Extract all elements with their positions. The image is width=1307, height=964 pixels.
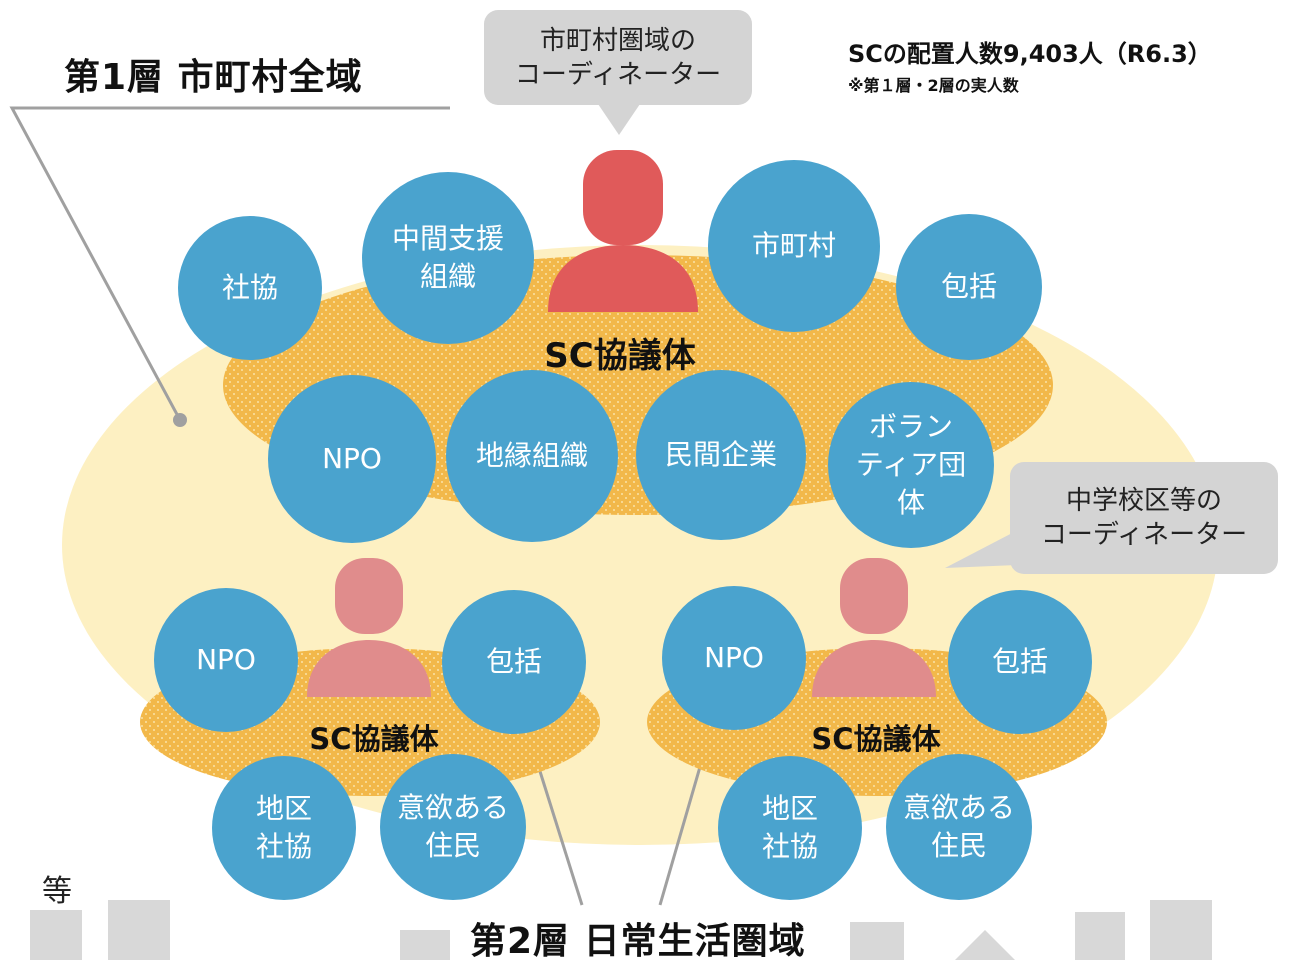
- member-comprehensive-label: 包括: [940, 270, 997, 303]
- right-member-district-line2: 社協: [761, 830, 818, 863]
- bubble-district-tail: [945, 530, 1018, 568]
- etc-label: 等: [42, 874, 72, 909]
- member-intermediate-line1: 中間支援: [391, 222, 504, 255]
- member-private-company: 民間企業: [636, 370, 806, 540]
- member-volunteer-line3: 体: [896, 486, 925, 519]
- bubble-municipal-line2: コーディネーター: [514, 60, 722, 90]
- member-intermediate-support-org: 中間支援 組織: [362, 172, 534, 344]
- member-community-org: 地縁組織: [446, 370, 618, 542]
- left-member-district-line1: 地区: [255, 792, 312, 825]
- member-volunteer-line2: ティア団: [855, 448, 967, 481]
- left-member-motivated-residents: 意欲ある 住民: [380, 754, 526, 900]
- layer1-leader-line: [9, 106, 450, 421]
- member-municipality-label: 市町村: [751, 229, 836, 262]
- right-member-comprehensive-label: 包括: [991, 645, 1048, 678]
- member-volunteer-group: ボラン ティア団 体: [828, 382, 994, 548]
- right-member-comprehensive: 包括: [948, 590, 1092, 734]
- member-community-label: 地縁組織: [475, 439, 588, 472]
- layer2-title: 第2層 日常生活圏域: [470, 921, 806, 962]
- member-volunteer-line1: ボラン: [868, 410, 953, 443]
- left-member-district-shakyo: 地区 社協: [212, 756, 356, 900]
- right-member-district-line1: 地区: [761, 792, 818, 825]
- bubble-district-line1: 中学校区等の: [1065, 486, 1222, 516]
- bubble-municipal-coordinator: 市町村圏域の コーディネーター: [484, 10, 752, 105]
- member-comprehensive-center: 包括: [896, 214, 1042, 360]
- left-member-comprehensive: 包括: [442, 590, 586, 734]
- left-member-npo-label: NPO: [196, 643, 256, 676]
- left-member-npo: NPO: [154, 588, 298, 732]
- sc-staff-count: SCの配置人数9,403人（R6.3）: [848, 40, 1212, 68]
- layer1-title: 第1層 市町村全域: [64, 57, 363, 98]
- left-council-label: SC協議体: [309, 722, 439, 756]
- bubble-municipal-tail: [598, 104, 640, 135]
- member-shakyo-label: 社協: [221, 271, 278, 304]
- right-member-residents-line1: 意欲ある: [902, 791, 1015, 824]
- member-npo: NPO: [268, 375, 436, 543]
- left-member-district-line2: 社協: [255, 830, 312, 863]
- layer2-leader-line-right: [658, 759, 704, 906]
- right-district-coordinator-person-icon: [812, 558, 936, 697]
- member-municipality: 市町村: [708, 160, 880, 332]
- layer1-leader-dot: [173, 413, 187, 427]
- member-intermediate-line2: 組織: [419, 260, 476, 293]
- bubble-district-line2: コーディネーター: [1040, 520, 1248, 550]
- top-council-label: SC協議体: [544, 336, 696, 376]
- sc-staff-count-note: ※第１層・2層の実人数: [848, 76, 1019, 95]
- right-council-label: SC協議体: [811, 722, 941, 756]
- layer2-leader-line-left: [536, 764, 584, 906]
- bubble-municipal-line1: 市町村圏域の: [539, 26, 696, 56]
- left-member-residents-line2: 住民: [424, 829, 481, 862]
- right-member-district-shakyo: 地区 社協: [718, 756, 862, 900]
- member-shakyo: 社協: [178, 216, 322, 360]
- bubble-district-coordinator: 中学校区等の コーディネーター: [1010, 462, 1278, 574]
- left-district-coordinator-person-icon: [307, 558, 431, 697]
- right-member-motivated-residents: 意欲ある 住民: [886, 754, 1032, 900]
- member-private-label: 民間企業: [664, 438, 777, 471]
- building-silhouettes: [30, 900, 1212, 960]
- right-member-npo-label: NPO: [704, 641, 764, 674]
- right-member-npo: NPO: [662, 586, 806, 730]
- municipal-coordinator-person-icon: [548, 150, 698, 312]
- left-member-comprehensive-label: 包括: [485, 645, 542, 678]
- right-member-residents-line2: 住民: [930, 829, 987, 862]
- member-npo-label: NPO: [322, 442, 382, 475]
- left-member-residents-line1: 意欲ある: [396, 791, 509, 824]
